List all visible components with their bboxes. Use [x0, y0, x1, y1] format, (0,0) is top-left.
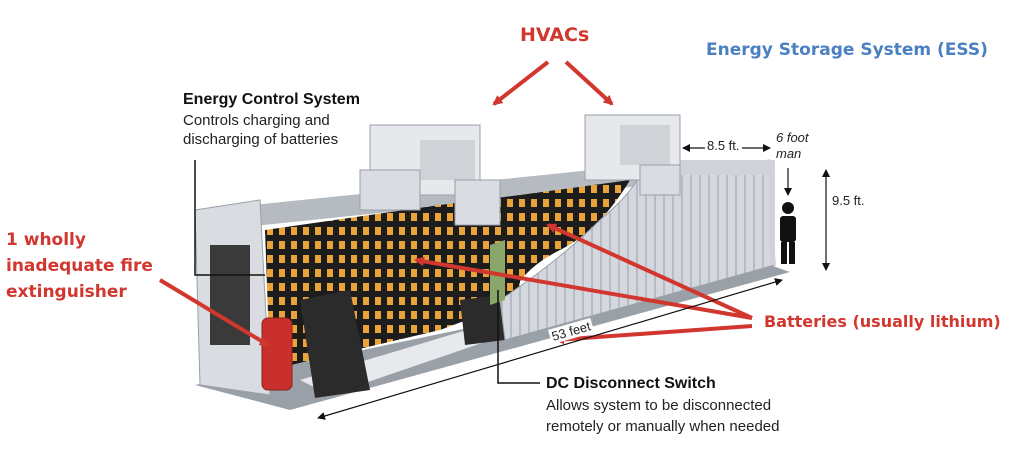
dc-switch-title: DC Disconnect Switch [546, 375, 716, 392]
fire-label-line2: inadequate fire [6, 256, 153, 276]
fire-extinguisher [261, 317, 293, 391]
ecs-description-line1: Controls charging and [183, 112, 330, 129]
ecs-leader-line [194, 160, 265, 276]
height-dimension-label: 9.5 ft. [832, 193, 865, 208]
dc-switch-description-line1: Allows system to be disconnected [546, 397, 772, 414]
fire-label-line1: 1 wholly [6, 230, 86, 250]
hvac-arrow-left [492, 60, 550, 106]
width-dimension-label: 8.5 ft. [705, 138, 742, 153]
dc-switch-description-line2: remotely or manually when needed [546, 418, 780, 435]
length-dimension-line [317, 278, 783, 420]
hvac-arrow-right [564, 60, 614, 106]
man-label-line1: 6 foot [776, 130, 809, 145]
hvac-label: HVACs [520, 24, 590, 46]
hvac-unit-right [584, 114, 681, 196]
container-back-wall [205, 165, 650, 230]
man-label-line2: man [776, 146, 802, 161]
diagram-title: Energy Storage System (ESS) [706, 40, 988, 60]
hvac-unit-left [359, 124, 501, 226]
ecs-description-line2: discharging of batteries [183, 131, 339, 148]
fire-label-line3: extinguisher [6, 282, 127, 302]
batteries-label: Batteries (usually lithium) [764, 312, 1001, 331]
fire-arrow [158, 278, 270, 347]
battery-racks-right [510, 180, 630, 300]
human-scale-figure [780, 202, 796, 264]
ecs-title: Energy Control System [183, 91, 360, 108]
